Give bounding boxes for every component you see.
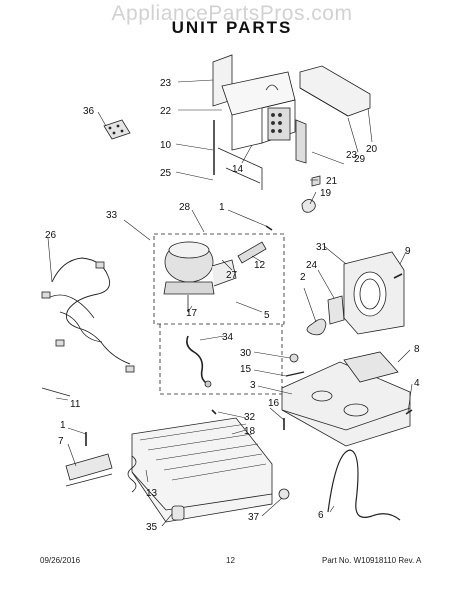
- condenser-fan-shroud-part: [343, 251, 405, 335]
- fan-motor-part: [327, 295, 345, 325]
- page-title: UNIT PARTS: [171, 18, 293, 37]
- callout-4: 4: [414, 378, 420, 389]
- bracket-36-part: [103, 119, 131, 140]
- callout-28: 28: [179, 202, 191, 213]
- grommet-part: [278, 488, 290, 500]
- footer-part-number: Part No. W10918110 Rev. A: [322, 556, 422, 565]
- callout-33: 33: [106, 210, 118, 221]
- drier-part: [237, 241, 267, 264]
- callout-34: 34: [222, 332, 234, 343]
- callout-31: 31: [316, 242, 328, 253]
- condenser-part: [127, 417, 273, 523]
- terminal-block-part: [65, 453, 113, 487]
- fan-shroud-part: [295, 65, 371, 164]
- callout-21: 21: [326, 176, 338, 187]
- callout-16: 16: [268, 398, 280, 409]
- base-pan-part: [281, 351, 411, 447]
- callout-20: 20: [366, 144, 378, 155]
- footer-date: 09/26/2016: [40, 556, 81, 565]
- callout-11: 11: [70, 399, 81, 410]
- callout-13: 13: [146, 488, 158, 499]
- callout-1-top: 1: [219, 202, 225, 213]
- pad-part: [171, 505, 185, 521]
- callout-17: 17: [186, 308, 198, 319]
- callout-5: 5: [264, 310, 270, 321]
- callout-14: 14: [232, 164, 244, 175]
- fan-blade-part: [306, 318, 327, 336]
- callout-37: 37: [248, 512, 260, 523]
- callout-9: 9: [405, 246, 411, 257]
- callout-36: 36: [83, 106, 95, 117]
- callout-22: 22: [160, 106, 172, 117]
- callout-15: 15: [240, 364, 252, 375]
- callout-26: 26: [45, 230, 57, 241]
- drain-tube-part: [186, 335, 212, 388]
- drain-hose-part: [327, 449, 401, 521]
- watermark: AppliancePartsPros.com: [111, 2, 353, 25]
- callout-3: 3: [250, 380, 256, 391]
- callout-19: 19: [320, 188, 332, 199]
- callout-12: 12: [254, 260, 266, 271]
- callout-10: 10: [160, 140, 172, 151]
- callout-18: 18: [244, 426, 256, 437]
- evaporator-cover-part: [212, 54, 296, 190]
- callout-27: 27: [226, 270, 238, 281]
- callout-32: 32: [244, 412, 256, 423]
- callout-7: 7: [58, 436, 64, 447]
- clip-21-part: [301, 175, 321, 213]
- callout-29: 29: [354, 154, 366, 165]
- footer-page-number: 12: [226, 556, 235, 565]
- callout-2: 2: [300, 272, 306, 283]
- callout-30: 30: [240, 348, 252, 359]
- callout-23-top: 23: [160, 78, 172, 89]
- callout-24: 24: [306, 260, 318, 271]
- callout-6: 6: [318, 510, 324, 521]
- wiring-harness-part: [41, 257, 135, 373]
- sensor-part: [41, 387, 71, 397]
- callout-23-right: 23: [346, 150, 358, 161]
- callout-35: 35: [146, 522, 158, 533]
- compressor-part: [163, 241, 237, 295]
- callout-1-bottom: 1: [60, 420, 66, 431]
- callout-25: 25: [160, 168, 172, 179]
- callout-8: 8: [414, 344, 420, 355]
